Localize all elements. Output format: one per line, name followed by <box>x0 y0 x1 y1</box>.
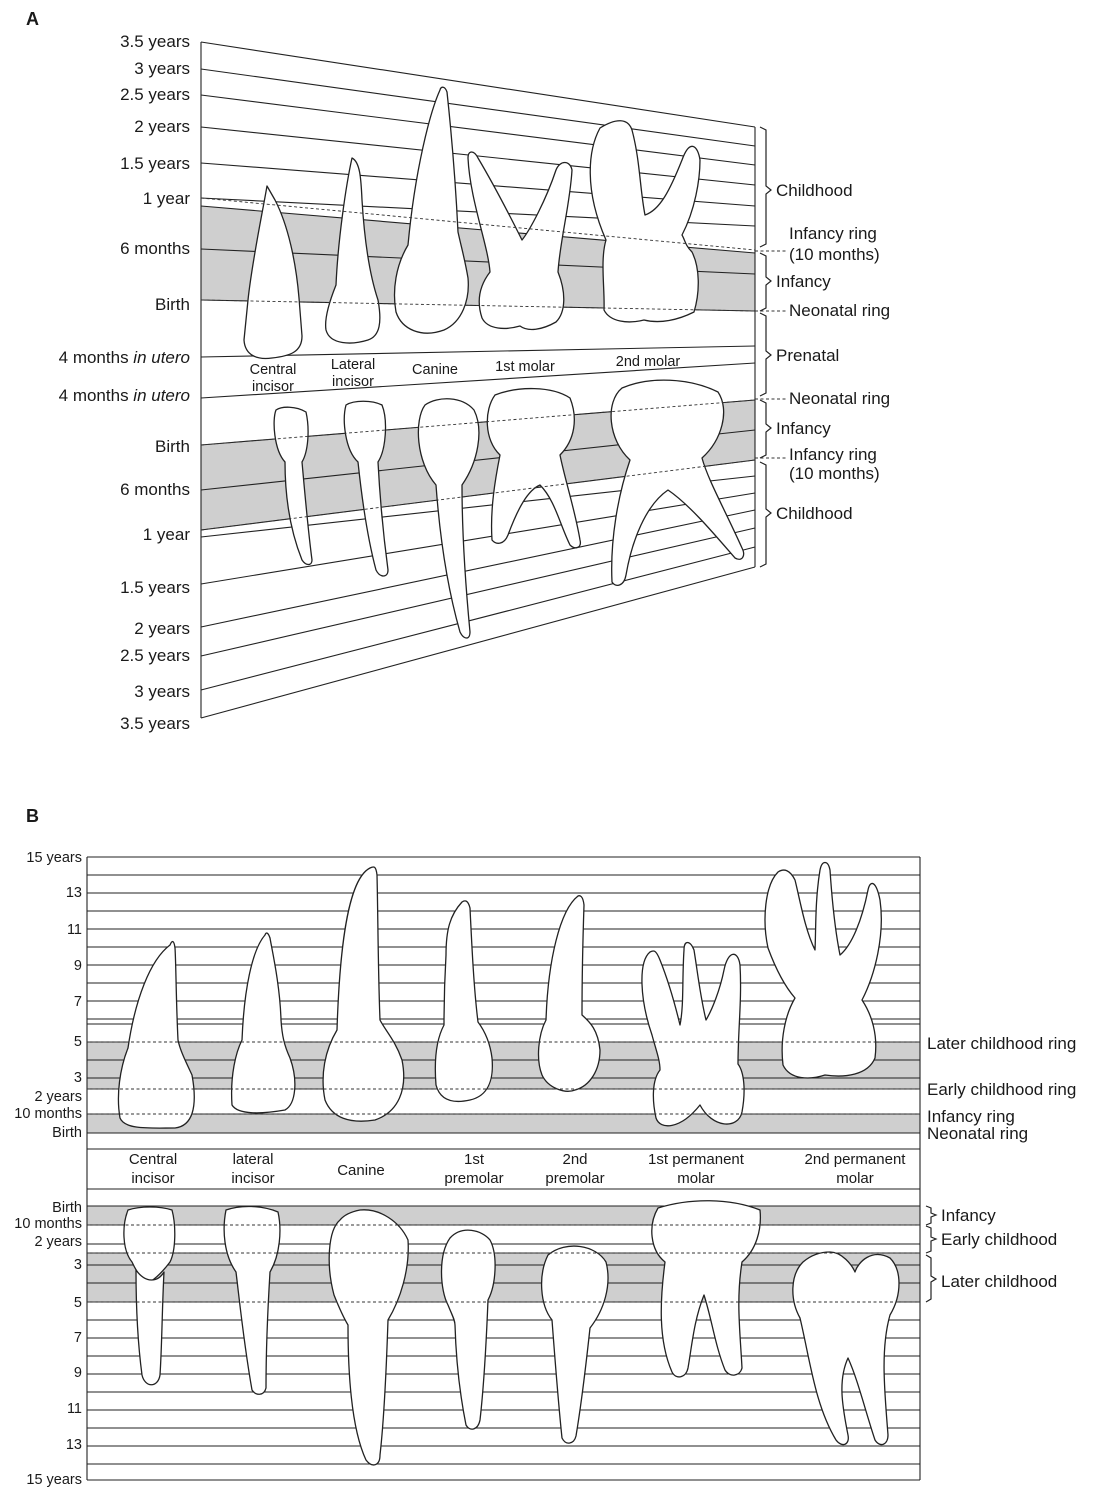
panel-b-lower-teeth <box>124 1201 899 1465</box>
upper-first-permanent-molar <box>642 943 744 1126</box>
a-upper-axis-label-5: 1 year <box>143 189 191 208</box>
b-upper-axis-label-9: Birth <box>52 1125 82 1141</box>
lower-first-premolar-permanent <box>442 1230 496 1429</box>
b-upper-axis-label-0: 15 years <box>26 850 82 866</box>
a-lower-axis-label-3: 1.5 years <box>120 578 190 597</box>
b-upper-axis-label-6: 3 <box>74 1070 82 1086</box>
b-upper-axis-label-3: 9 <box>74 958 82 974</box>
b-upper-axis-label-8: 10 months <box>14 1106 82 1122</box>
b-lower-axis-label-4: 5 <box>74 1295 82 1311</box>
label-early-childhood: Early childhood <box>941 1230 1057 1249</box>
a-lower-axis-label-4: 2 years <box>134 619 190 638</box>
b-upper-axis-label-4: 7 <box>74 994 82 1010</box>
label-infancy-upper: Infancy <box>776 272 831 291</box>
label-infancy-ring-lower: Infancy ring(10 months) <box>789 445 880 483</box>
a-upper-axis-label-6: 6 months <box>120 239 190 258</box>
panel-a-axis-labels: 3.5 years 3 years 2.5 years 2 years 1.5 year… <box>120 32 190 733</box>
panel-a-braces <box>760 127 771 567</box>
b-lower-axis-label-8: 13 <box>66 1437 82 1453</box>
b-lower-axis-label-2: 2 years <box>34 1234 82 1250</box>
panel-b-right-labels-upper: Later childhood ring Early childhood rin… <box>927 1034 1076 1143</box>
panel-a-letter: A <box>26 9 39 29</box>
tooth-label-canine: Canine <box>412 362 458 378</box>
label-later-childhood: Later childhood <box>941 1272 1057 1291</box>
panel-b-tooth-labels: Centralincisor lateralincisor Canine 1st… <box>129 1151 906 1187</box>
panel-b-letter: B <box>26 806 39 826</box>
panel-a-prenatal-label-lower: 4 months in utero <box>59 386 190 405</box>
label-childhood-lower: Childhood <box>776 504 853 523</box>
label-neonatal-ring-lower: Neonatal ring <box>789 389 890 408</box>
upper-canine-deciduous <box>395 87 469 333</box>
panel-a-prenatal-label-upper: 4 months in utero <box>59 348 190 367</box>
label-neonatal-ring-upper: Neonatal ring <box>789 301 890 320</box>
label-later-childhood-ring: Later childhood ring <box>927 1034 1076 1053</box>
a-upper-axis-label-4: 1.5 years <box>120 154 190 173</box>
lower-central-incisor-root <box>136 1270 164 1385</box>
b-upper-axis-label-5: 5 <box>74 1034 82 1050</box>
b-lower-axis-label-7: 11 <box>67 1401 82 1417</box>
label-childhood-upper: Childhood <box>776 181 853 200</box>
a-upper-axis-label-7: Birth <box>155 295 190 314</box>
label-neonatal-ring: Neonatal ring <box>927 1124 1028 1143</box>
a-lower-axis-label-7: 3.5 years <box>120 714 190 733</box>
b-lower-axis-label-9: 15 years <box>26 1472 82 1488</box>
a-lower-axis-label-6: 3 years <box>134 682 190 701</box>
upper-lateral-incisor-permanent <box>232 933 295 1113</box>
a-lower-axis-label-2: 1 year <box>143 525 191 544</box>
a-lower-axis-label-5: 2.5 years <box>120 646 190 665</box>
lower-second-permanent-molar <box>793 1252 899 1445</box>
lower-canine-deciduous <box>418 399 479 638</box>
panel-b-right-labels-lower: Infancy Early childhood Later childhood <box>941 1206 1057 1291</box>
upper-central-incisor-permanent <box>118 942 194 1129</box>
label-infancy-lower: Infancy <box>776 419 831 438</box>
tooth-label-second-molar: 2nd molar <box>616 354 681 370</box>
lower-canine-permanent <box>329 1210 408 1465</box>
a-upper-axis-label-2: 2.5 years <box>120 85 190 104</box>
tooth-label-b-canine: Canine <box>337 1162 385 1179</box>
upper-second-premolar-permanent <box>539 896 600 1092</box>
label-infancy-ring-upper: Infancy ring(10 months) <box>789 224 880 264</box>
label-prenatal: Prenatal <box>776 346 839 365</box>
tooth-label-first-molar: 1st molar <box>495 359 555 375</box>
label-infancy: Infancy <box>941 1206 996 1225</box>
a-lower-axis-label-0: Birth <box>155 437 190 456</box>
b-upper-axis-label-7: 2 years <box>34 1089 82 1105</box>
panel-a-right-labels: Childhood Infancy ring(10 months) Infanc… <box>776 181 890 523</box>
b-lower-axis-label-6: 9 <box>74 1365 82 1381</box>
b-lower-axis-label-1: 10 months <box>14 1216 82 1232</box>
b-lower-axis-label-3: 3 <box>74 1257 82 1273</box>
upper-canine-permanent <box>323 867 404 1121</box>
upper-first-molar-deciduous <box>468 152 572 329</box>
b-upper-axis-label-2: 11 <box>67 922 82 938</box>
a-upper-axis-label-0: 3.5 years <box>120 32 190 51</box>
b-lower-axis-label-0: Birth <box>52 1200 82 1216</box>
a-upper-axis-label-3: 2 years <box>134 117 190 136</box>
b-lower-axis-label-5: 7 <box>74 1330 82 1346</box>
lower-second-premolar-permanent <box>542 1246 608 1443</box>
a-upper-axis-label-1: 3 years <box>134 59 190 78</box>
b-upper-axis-label-1: 13 <box>66 885 82 901</box>
upper-second-permanent-molar <box>765 863 881 1078</box>
panel-b-braces <box>926 1206 936 1302</box>
label-early-childhood-ring: Early childhood ring <box>927 1080 1076 1099</box>
a-lower-axis-label-1: 6 months <box>120 480 190 499</box>
